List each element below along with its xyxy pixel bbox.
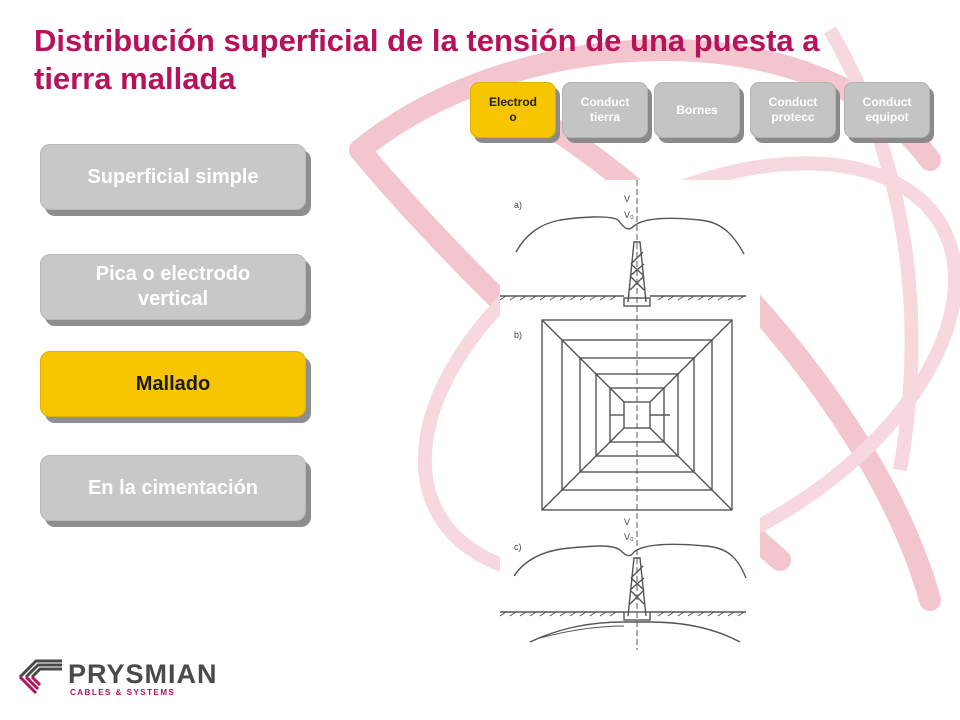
- tab-conduct-equipot[interactable]: Conduct equipot: [844, 82, 930, 138]
- label-v-c: V: [624, 517, 630, 527]
- grounding-mesh-diagram: a) V V₀ b) c) V V₀: [500, 180, 760, 650]
- menu-pica-electrodo-vertical-button[interactable]: Pica o electrodo vertical: [40, 254, 306, 320]
- prysmian-logo-mark-icon: [18, 659, 62, 695]
- tab-conduct-protecc[interactable]: Conduct protecc: [750, 82, 836, 138]
- menu-mallado-button[interactable]: Mallado: [40, 351, 306, 417]
- label-v-a: V: [624, 194, 630, 204]
- menu-en-la-cimentacion-button[interactable]: En la cimentación: [40, 455, 306, 521]
- tab-bar: Electrod o Conduct tierra Bornes Conduct…: [470, 82, 950, 148]
- prysmian-logo: PRYSMIAN CABLES & SYSTEMS: [16, 655, 256, 705]
- tab-bornes[interactable]: Bornes: [654, 82, 740, 138]
- label-a: a): [514, 200, 522, 210]
- tab-electrodo[interactable]: Electrod o: [470, 82, 556, 138]
- logo-tagline: CABLES & SYSTEMS: [70, 688, 176, 697]
- label-v0-a: V₀: [624, 210, 634, 220]
- label-b: b): [514, 330, 522, 340]
- label-v0-c: V₀: [624, 532, 634, 542]
- label-c: c): [514, 542, 522, 552]
- tab-conduct-tierra[interactable]: Conduct tierra: [562, 82, 648, 138]
- slide-title: Distribución superficial de la tensión d…: [34, 23, 820, 96]
- menu-superficial-simple-button[interactable]: Superficial simple: [40, 144, 306, 210]
- logo-wordmark: PRYSMIAN: [68, 659, 218, 689]
